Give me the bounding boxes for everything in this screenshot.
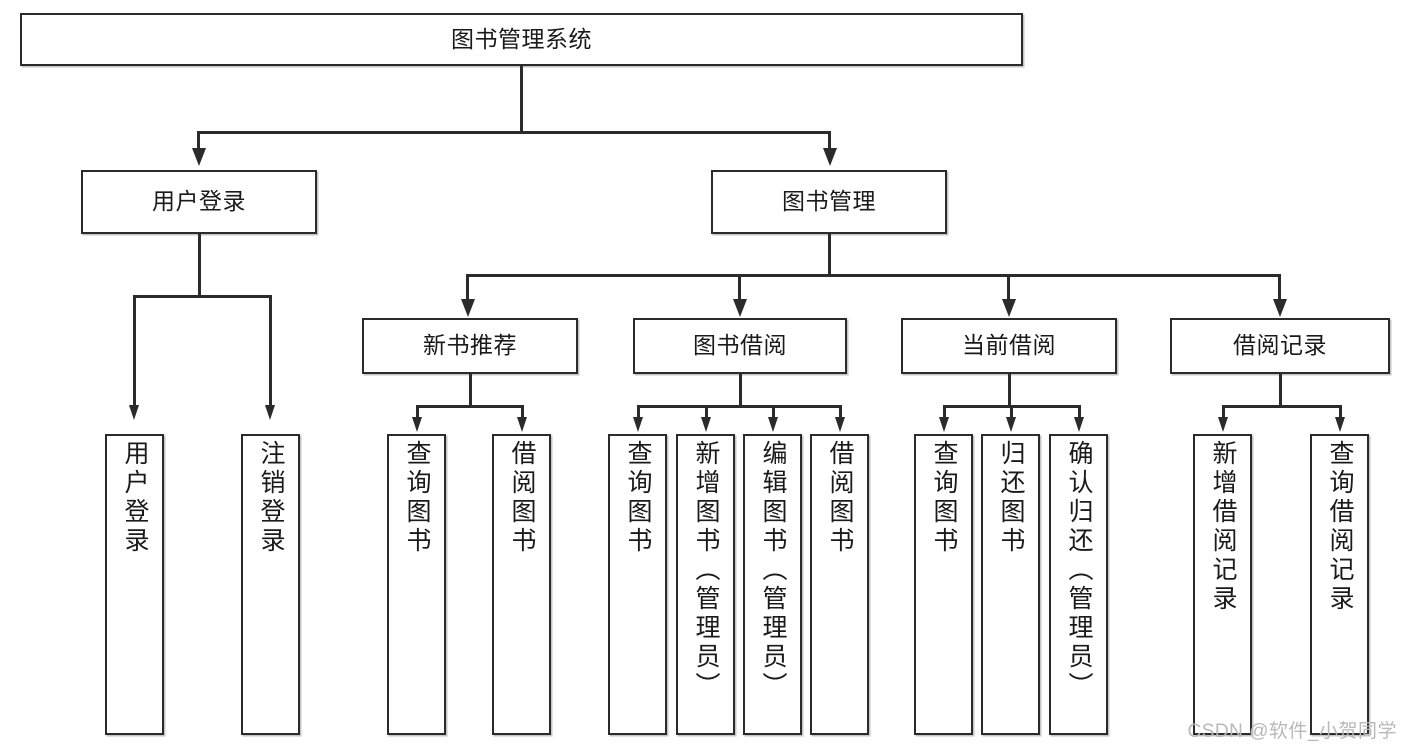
leaf-borrow-book-2[interactable]: 借阅图书 (810, 434, 869, 735)
connector-user-login-drop-1 (133, 295, 136, 405)
node-label: 用户登录 (121, 440, 149, 556)
arrow-to-leaf-logout-login (265, 405, 275, 420)
node-label: 新书推荐 (423, 332, 517, 359)
node-label: 新增借阅记录 (1209, 440, 1237, 614)
connector-user-login-drop-2 (269, 295, 272, 405)
connector-bb-stem (739, 374, 742, 407)
connector-bb-drop-3 (772, 405, 775, 417)
arrow-to-leaf-query-record (1335, 417, 1345, 432)
arrow-to-leaf-borrow-book-2 (835, 417, 845, 432)
connector-book-manage-bus (466, 274, 1280, 277)
connector-br-bus (1222, 405, 1341, 408)
leaf-user-login[interactable]: 用户登录 (105, 434, 164, 735)
node-label: 图书借阅 (693, 332, 787, 359)
leaf-query-record[interactable]: 查询借阅记录 (1310, 434, 1369, 735)
arrow-to-borrow-record (1273, 299, 1287, 317)
connector-bb-drop-1 (637, 405, 640, 417)
node-label: 查询图书 (624, 440, 652, 556)
connector-root-drop-right (828, 131, 831, 148)
node-label: 借阅图书 (508, 440, 536, 556)
arrow-to-user-login (192, 148, 206, 166)
node-label: 新增图书（管理员） (692, 440, 720, 701)
node-label: 查询借阅记录 (1326, 440, 1354, 614)
arrow-to-leaf-query-book-3 (939, 417, 949, 432)
node-label: 图书管理系统 (451, 25, 592, 52)
connector-user-login-stem (198, 234, 201, 297)
connector-nbr-stem (469, 374, 472, 407)
connector-cb-drop-1 (943, 405, 946, 417)
connector-l3-drop-3 (1007, 274, 1010, 299)
connector-user-login-bus (133, 295, 270, 298)
node-label: 用户登录 (152, 188, 246, 215)
node-new-book-recommend[interactable]: 新书推荐 (362, 318, 578, 374)
watermark-text: CSDN @软件_小贺同学 (1187, 721, 1397, 742)
connector-cb-drop-2 (1010, 405, 1013, 417)
connector-cb-stem (1008, 374, 1011, 407)
connector-nbr-drop-1 (416, 405, 419, 417)
connector-root-drop-left (197, 131, 200, 148)
leaf-add-book[interactable]: 新增图书（管理员） (676, 434, 735, 735)
arrow-to-leaf-user-login (129, 405, 139, 420)
connector-bb-drop-2 (705, 405, 708, 417)
leaf-logout-login[interactable]: 注销登录 (241, 434, 300, 735)
connector-root-stem (520, 66, 523, 133)
node-label: 借阅图书 (826, 440, 854, 556)
node-label: 归还图书 (997, 440, 1025, 556)
connector-br-drop-1 (1222, 405, 1225, 417)
connector-nbr-drop-2 (521, 405, 524, 417)
arrow-to-book-manage (823, 148, 837, 166)
connector-l3-drop-4 (1278, 274, 1281, 299)
connector-bb-drop-4 (839, 405, 842, 417)
connector-l3-drop-2 (738, 274, 741, 299)
arrow-to-leaf-add-record (1218, 417, 1228, 432)
node-current-borrow[interactable]: 当前借阅 (901, 318, 1117, 374)
leaf-confirm-return[interactable]: 确认归还（管理员） (1049, 434, 1108, 735)
arrow-to-new-book-recommend (461, 299, 475, 317)
leaf-query-book-2[interactable]: 查询图书 (608, 434, 667, 735)
arrow-to-leaf-add-book (701, 417, 711, 432)
connector-l3-drop-1 (466, 274, 469, 299)
leaf-return-book[interactable]: 归还图书 (981, 434, 1040, 735)
leaf-borrow-book-1[interactable]: 借阅图书 (492, 434, 551, 735)
connector-root-bus (197, 131, 831, 134)
arrow-to-leaf-confirm-return (1074, 417, 1084, 432)
connector-bb-bus (637, 405, 841, 408)
leaf-query-book-3[interactable]: 查询图书 (914, 434, 973, 735)
node-label: 图书管理 (782, 188, 876, 215)
connector-book-manage-stem (828, 234, 831, 276)
node-label: 查询图书 (930, 440, 958, 556)
connector-cb-drop-3 (1078, 405, 1081, 417)
node-borrow-record[interactable]: 借阅记录 (1170, 318, 1390, 374)
arrow-to-book-borrow (733, 299, 747, 317)
node-book-management[interactable]: 图书管理 (711, 170, 947, 234)
node-root-book-management-system[interactable]: 图书管理系统 (20, 13, 1023, 66)
node-label: 查询图书 (403, 440, 431, 556)
node-label: 借阅记录 (1233, 332, 1327, 359)
leaf-edit-book[interactable]: 编辑图书（管理员） (743, 434, 802, 735)
arrow-to-leaf-borrow-book-1 (517, 417, 527, 432)
arrow-to-leaf-query-book-1 (412, 417, 422, 432)
node-label: 当前借阅 (962, 332, 1056, 359)
arrow-to-current-borrow (1002, 299, 1016, 317)
arrow-to-leaf-edit-book (768, 417, 778, 432)
arrow-to-leaf-return-book (1006, 417, 1016, 432)
node-label: 确认归还（管理员） (1065, 440, 1093, 701)
node-user-login[interactable]: 用户登录 (81, 170, 317, 234)
connector-br-stem (1279, 374, 1282, 407)
node-book-borrow[interactable]: 图书借阅 (633, 318, 847, 374)
node-label: 编辑图书（管理员） (759, 440, 787, 701)
leaf-add-record[interactable]: 新增借阅记录 (1193, 434, 1252, 735)
connector-nbr-bus (416, 405, 524, 408)
leaf-query-book-1[interactable]: 查询图书 (387, 434, 446, 735)
arrow-to-leaf-query-book-2 (633, 417, 643, 432)
node-label: 注销登录 (257, 440, 285, 556)
connector-br-drop-2 (1339, 405, 1342, 417)
